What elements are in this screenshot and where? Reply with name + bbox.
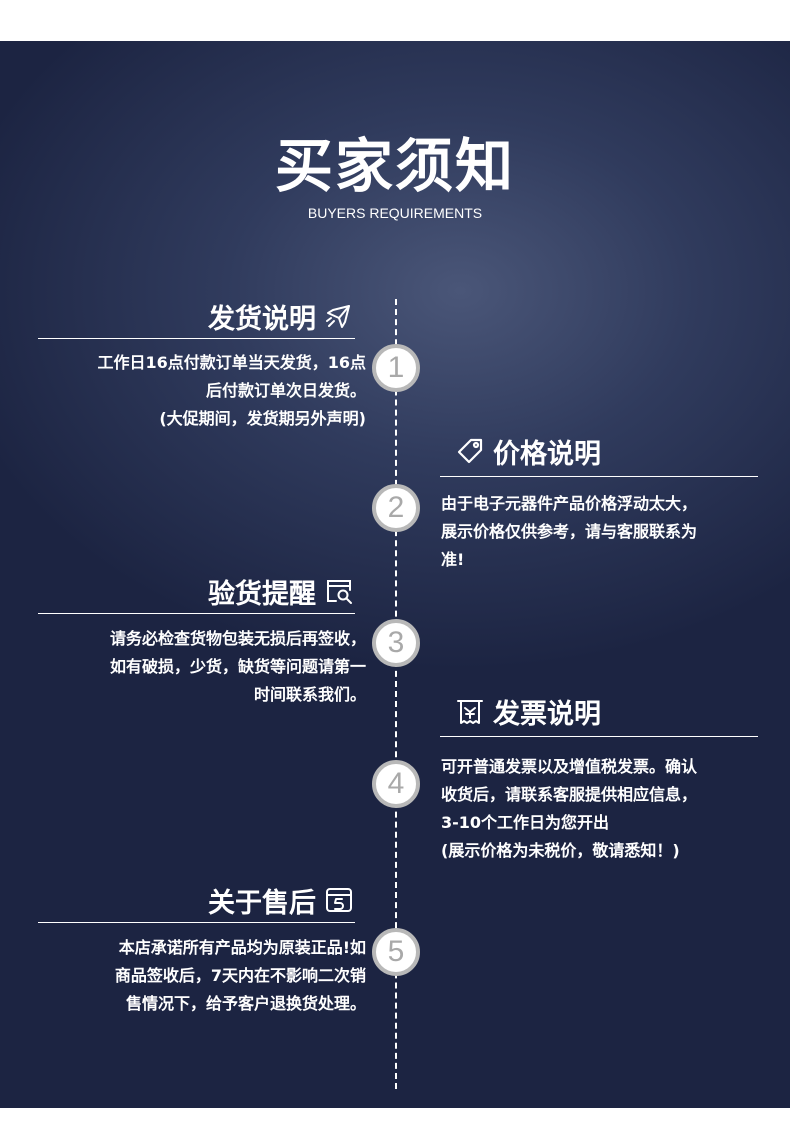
section-3-divider [38, 613, 355, 614]
section-3-line: 如有破损，少货，缺货等问题请第一 [109, 657, 366, 676]
section-3-title: 验货提醒 [208, 578, 316, 610]
page-title: 买家须知 [274, 132, 515, 200]
step-2-marker: 2 [372, 484, 420, 532]
section-4-line: (展示价格为未税价，敬请悉知！) [441, 841, 680, 860]
section-4-divider [440, 736, 758, 737]
section-1-divider [38, 338, 355, 339]
section-3-line: 请务必检查货物包装无损后再签收， [109, 629, 366, 648]
section-1-text: 工作日16点付款订单当天发货，16点 后付款订单次日发货。 (大促期间，发货期另… [38, 349, 366, 433]
section-1-line: 后付款订单次日发货。 [205, 381, 366, 400]
section-5-line: 本店承诺所有产品均为原装正品!如 [118, 938, 366, 957]
section-2-title: 价格说明 [493, 438, 601, 470]
section-5-divider [38, 922, 355, 923]
section-2-heading: 价格说明 [455, 431, 601, 471]
section-4-title: 发票说明 [493, 698, 601, 730]
section-2-line: 展示价格仅供参考，请与客服联系为 [441, 522, 698, 541]
section-4-line: 可开普通发票以及增值税发票。确认 [441, 757, 698, 776]
requirements-panel: 买家须知 BUYERS REQUIREMENTS 发货说明 1 工作日16点付款… [0, 41, 790, 1108]
section-3-text: 请务必检查货物包装无损后再签收， 如有破损，少货，缺货等问题请第一 时间联系我们… [38, 625, 366, 709]
airplane-icon [324, 301, 354, 331]
section-1-title: 发货说明 [208, 303, 316, 335]
step-1-marker: 1 [372, 344, 420, 392]
section-1-line: (大促期间，发货期另外声明) [159, 409, 366, 428]
timeline-line [395, 299, 397, 1089]
section-5-heading: 关于售后 [208, 880, 354, 920]
section-5-text: 本店承诺所有产品均为原装正品!如 商品签收后，7天内在不影响二次销 售情况下，给… [38, 934, 366, 1018]
section-4-line: 收货后，请联系客服提供相应信息， [441, 785, 698, 804]
section-4-text: 可开普通发票以及增值税发票。确认 收货后，请联系客服提供相应信息， 3-10个工… [441, 753, 761, 865]
section-2-line: 准! [441, 550, 465, 569]
section-5-line: 商品签收后，7天内在不影响二次销 [114, 966, 366, 985]
page-subtitle: BUYERS REQUIREMENTS [307, 205, 483, 221]
section-2-text: 由于电子元器件产品价格浮动太大， 展示价格仅供参考，请与客服联系为 准! [441, 490, 761, 574]
step-4-marker: 4 [372, 760, 420, 808]
section-2-line: 由于电子元器件产品价格浮动太大， [441, 494, 698, 513]
return-box-icon [324, 885, 354, 915]
price-tag-icon [455, 436, 485, 466]
step-5-marker: 5 [372, 928, 420, 976]
section-1-heading: 发货说明 [208, 296, 354, 336]
step-3-marker: 3 [372, 619, 420, 667]
receipt-icon [455, 696, 485, 726]
section-3-line: 时间联系我们。 [253, 685, 366, 704]
section-3-heading: 验货提醒 [208, 571, 354, 611]
section-5-title: 关于售后 [208, 887, 316, 919]
section-4-heading: 发票说明 [455, 691, 601, 731]
section-4-line: 3-10个工作日为您开出 [441, 813, 610, 832]
section-1-line: 工作日16点付款订单当天发货，16点 [97, 353, 366, 372]
section-5-line: 售情况下，给予客户退换货处理。 [125, 994, 366, 1013]
section-2-divider [440, 476, 758, 477]
inspect-icon [324, 576, 354, 606]
